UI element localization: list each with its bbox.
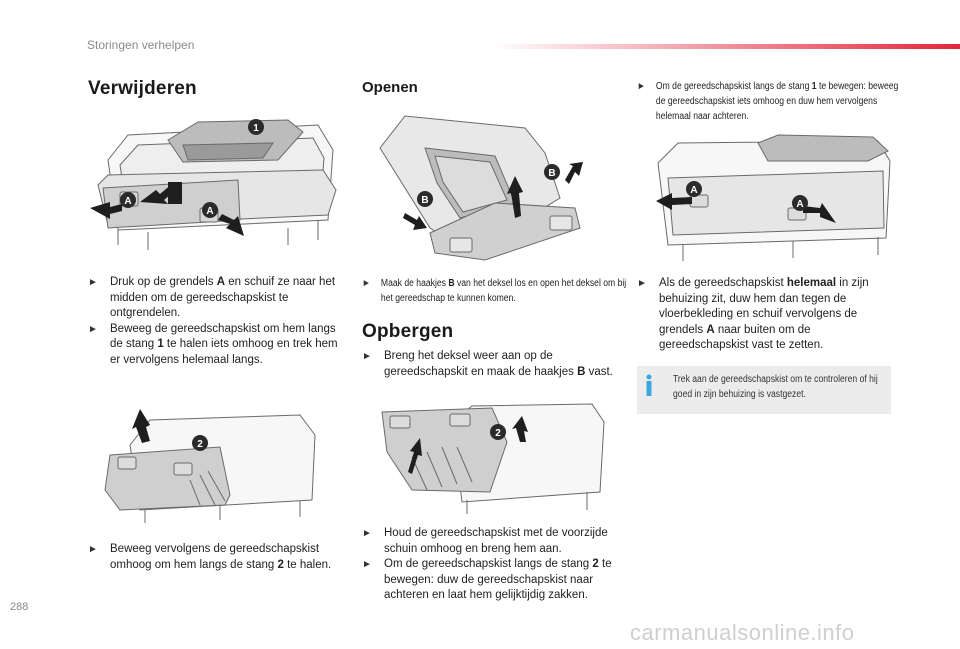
label-1: 1: [253, 123, 259, 134]
bullet-icon: ►: [88, 544, 98, 555]
label-2-store: 2: [495, 428, 501, 439]
remove-final-instruction: ► Beweeg vervolgens de gereedschapskist …: [88, 542, 348, 573]
label-a-2: A: [206, 206, 213, 217]
bullet-icon: ►: [637, 81, 646, 92]
header-accent-bar: [490, 44, 960, 49]
step-tilt-box: ► Houd de gereedschapskist met de voorzi…: [362, 527, 608, 555]
label-a-4: A: [796, 199, 803, 210]
title-verwijderen: Verwijderen: [88, 78, 197, 99]
title-openen: Openen: [362, 79, 418, 96]
title-opbergen: Opbergen: [362, 321, 454, 342]
label-b-1: B: [548, 168, 555, 179]
step-press-latches: ► Druk op de grendels A en schuif ze naa…: [88, 276, 336, 319]
lock-instruction: ► Als de gereedschapskist helemaal in zi…: [637, 276, 877, 354]
info-icon: [646, 374, 652, 396]
bullet-icon: ►: [88, 277, 98, 288]
page-number: 288: [10, 601, 29, 613]
section-title: Storingen verhelpen: [87, 38, 195, 52]
store-instruction-1: ► Breng het deksel weer aan op de gereed…: [362, 349, 617, 380]
watermark: carmanualsonline.info: [630, 620, 855, 645]
label-2: 2: [197, 439, 203, 450]
step-move-rod-2: ► Beweeg vervolgens de gereedschapskist …: [88, 543, 332, 571]
step-push-rod-2: ► Om de gereedschapskist langs de stang …: [362, 558, 612, 601]
illustration-lift-rod-2: 2: [104, 409, 316, 523]
step-open-lid: ► Maak de haakjes B van het deksel los e…: [362, 278, 627, 304]
store-instructions-2: ► Houd de gereedschapskist met de voorzi…: [362, 526, 622, 604]
step-close-lid: ► Breng het deksel weer aan op de gereed…: [362, 350, 613, 378]
info-text: Trek aan de gereedschapskist om te contr…: [673, 374, 878, 400]
label-b-2: B: [421, 195, 428, 206]
illustration-remove-latches: A A 1: [90, 119, 337, 250]
remove-instructions: ► Druk op de grendels A en schuif ze naa…: [88, 275, 343, 368]
label-a-1: A: [124, 196, 131, 207]
step-push-rod-1: ► Om de gereedschapskist langs de stang …: [637, 81, 899, 122]
step-move-rod-1: ► Beweeg de gereedschapskist om hem lang…: [88, 322, 338, 366]
label-a-3: A: [690, 185, 697, 196]
step-lock-latches: ► Als de gereedschapskist helemaal in zi…: [637, 277, 869, 351]
bullet-icon: ►: [362, 528, 372, 539]
bullet-icon: ►: [362, 351, 372, 362]
store-instruction-top: ► Om de gereedschapskist langs de stang …: [637, 79, 898, 124]
illustration-store: 2: [381, 403, 605, 514]
illustration-lock-latches: A A: [656, 134, 891, 261]
illustration-open-lid: B B: [379, 115, 583, 261]
bullet-icon: ►: [362, 559, 372, 570]
info-box: Trek aan de gereedschapskist om te contr…: [637, 366, 891, 414]
bullet-icon: ►: [637, 278, 647, 289]
open-instruction: ► Maak de haakjes B van het deksel los e…: [362, 276, 637, 306]
bullet-icon: ►: [362, 278, 371, 289]
bullet-icon: ►: [88, 323, 98, 335]
